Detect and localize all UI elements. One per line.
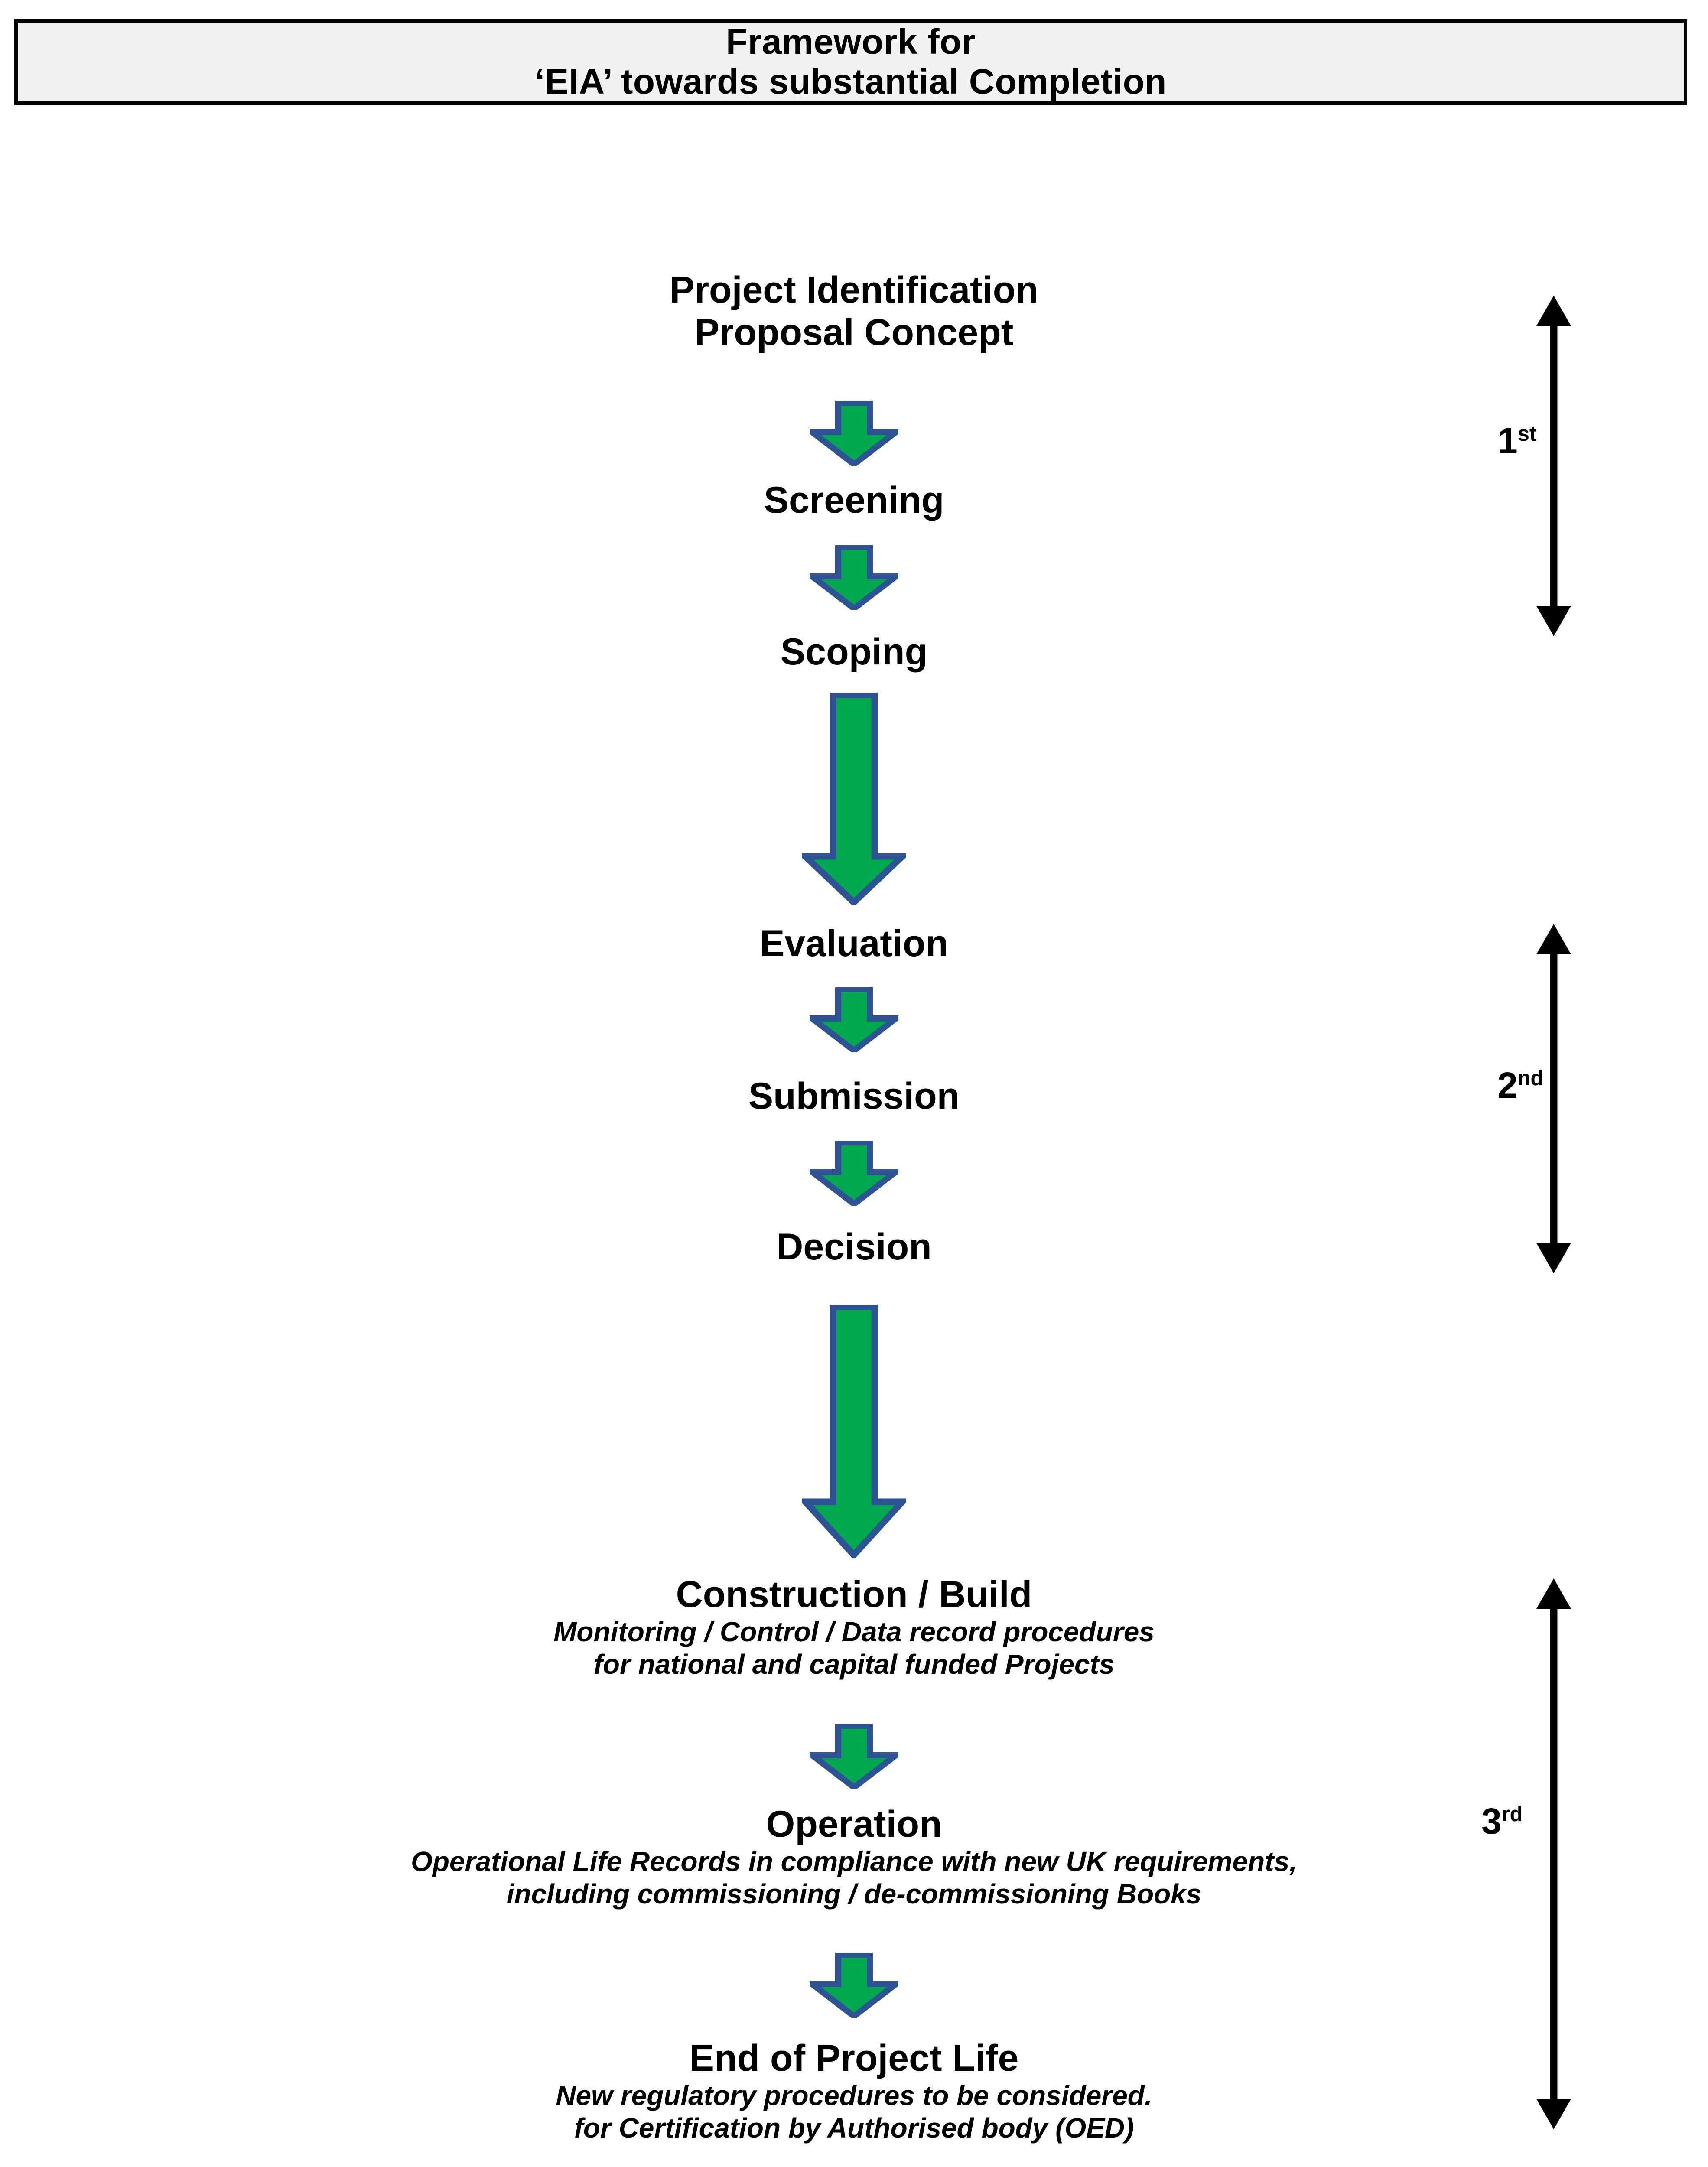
phase-1-span-arrow	[1530, 295, 1578, 637]
node-title-proposal-concept: Proposal Concept	[694, 312, 1014, 354]
node-sub-end-line2: for Certification by Authorised body (OE…	[574, 2112, 1134, 2144]
node-title-screening: Screening	[764, 479, 944, 521]
connector-arrow-scoping-to-evaluation	[802, 693, 906, 905]
flow-node-construction-build: Construction / Build Monitoring / Contro…	[0, 1573, 1708, 1681]
node-sub-operation-line2: including commissioning / de-commissioni…	[506, 1878, 1202, 1910]
connector-arrow-evaluation-to-submission	[810, 987, 898, 1052]
flow-node-end-of-project-life: End of Project Life New regulatory proce…	[0, 2037, 1708, 2144]
phase-2-label: 2nd	[1497, 1067, 1543, 1103]
flow-node-operation: Operation Operational Life Records in co…	[0, 1803, 1708, 1910]
title-line-1: Framework for	[725, 22, 976, 62]
flow-node-evaluation: Evaluation	[0, 922, 1708, 965]
node-sub-construction-line2: for national and capital funded Projects	[593, 1648, 1115, 1680]
phase-2-number: 2	[1497, 1065, 1518, 1106]
connector-arrow-decision-to-construction	[802, 1305, 906, 1558]
phase-2-suffix: nd	[1517, 1067, 1544, 1090]
node-title-operation: Operation	[766, 1803, 942, 1845]
flow-node-screening: Screening	[0, 479, 1708, 521]
flow-node-scoping: Scoping	[0, 631, 1708, 673]
node-sub-end-line1: New regulatory procedures to be consider…	[556, 2080, 1152, 2112]
connector-arrow-project-identification-to-screening	[810, 401, 898, 466]
title-box: Framework for ‘EIA’ towards substantial …	[14, 19, 1687, 105]
node-title-submission: Submission	[748, 1075, 960, 1117]
phase-2-span-arrow	[1530, 923, 1578, 1274]
flow-node-submission: Submission	[0, 1075, 1708, 1117]
title-line-2: ‘EIA’ towards substantial Completion	[535, 62, 1167, 101]
connector-arrow-screening-to-scoping	[810, 545, 898, 610]
flow-node-project-identification: Project Identification Proposal Concept	[0, 269, 1708, 354]
node-title-project-identification: Project Identification	[670, 269, 1038, 311]
phase-3-suffix: rd	[1501, 1803, 1523, 1826]
connector-arrow-submission-to-decision	[810, 1141, 898, 1206]
node-title-evaluation: Evaluation	[760, 923, 948, 964]
node-title-decision: Decision	[776, 1226, 932, 1268]
node-title-scoping: Scoping	[780, 631, 928, 673]
phase-3-label: 3rd	[1481, 1803, 1523, 1839]
phase-1-number: 1	[1497, 420, 1518, 461]
phase-3-number: 3	[1481, 1801, 1502, 1842]
node-title-construction-build: Construction / Build	[676, 1574, 1032, 1615]
flow-node-decision: Decision	[0, 1226, 1708, 1268]
connector-arrow-operation-to-end-of-project-life	[810, 1953, 898, 2018]
node-title-end-of-project-life: End of Project Life	[689, 2037, 1019, 2079]
node-sub-operation-line1: Operational Life Records in compliance w…	[411, 1846, 1297, 1877]
phase-3-span-arrow	[1530, 1578, 1578, 2130]
node-sub-construction-line1: Monitoring / Control / Data record proce…	[553, 1616, 1155, 1648]
phase-1-label: 1st	[1497, 423, 1536, 459]
phase-1-suffix: st	[1517, 422, 1537, 446]
connector-arrow-construction-to-operation	[810, 1724, 898, 1789]
